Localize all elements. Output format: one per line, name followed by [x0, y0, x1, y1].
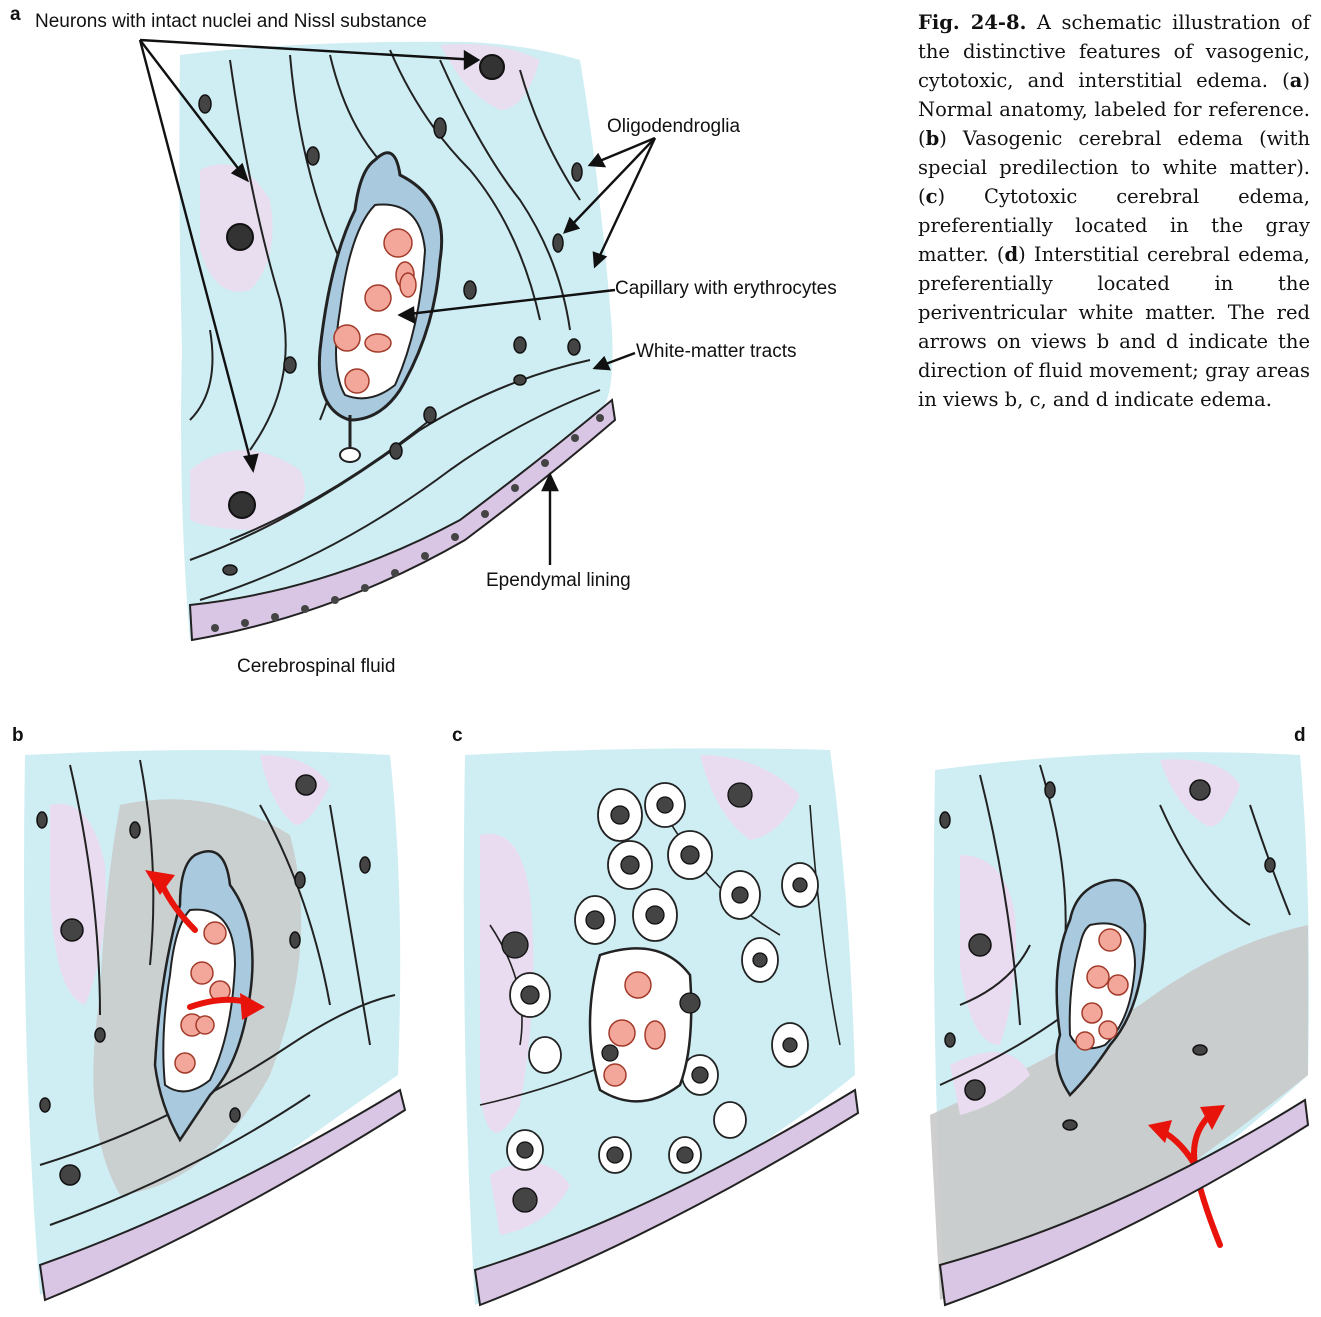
label-ependymal: Ependymal lining — [486, 570, 631, 592]
caption-ref-a: a — [1290, 69, 1303, 92]
label-neurons: Neurons with intact nuclei and Nissl sub… — [35, 11, 427, 33]
panel-letter-c: c — [452, 725, 463, 747]
caption-fig-number: Fig. 24-8. — [918, 11, 1026, 34]
panel-d-illustration — [920, 745, 1315, 1315]
figure-caption: Fig. 24-8. A schematic illustration of t… — [918, 8, 1310, 414]
panel-letter-d: d — [1294, 725, 1306, 747]
caption-ref-b: b — [926, 127, 940, 150]
caption-ref-d: d — [1004, 243, 1018, 266]
label-csf: Cerebrospinal fluid — [237, 656, 395, 678]
caption-ref-c: c — [926, 185, 938, 208]
label-oligodendroglia: Oligodendroglia — [607, 116, 740, 138]
panel-b-illustration — [10, 745, 420, 1315]
panel-letter-b: b — [12, 725, 24, 747]
label-white-matter: White-matter tracts — [636, 341, 796, 363]
caption-text-5: ) Interstitial cerebral edema, preferent… — [918, 243, 1310, 411]
panel-c-illustration — [450, 745, 870, 1315]
label-capillary: Capillary with erythrocytes — [615, 278, 837, 300]
